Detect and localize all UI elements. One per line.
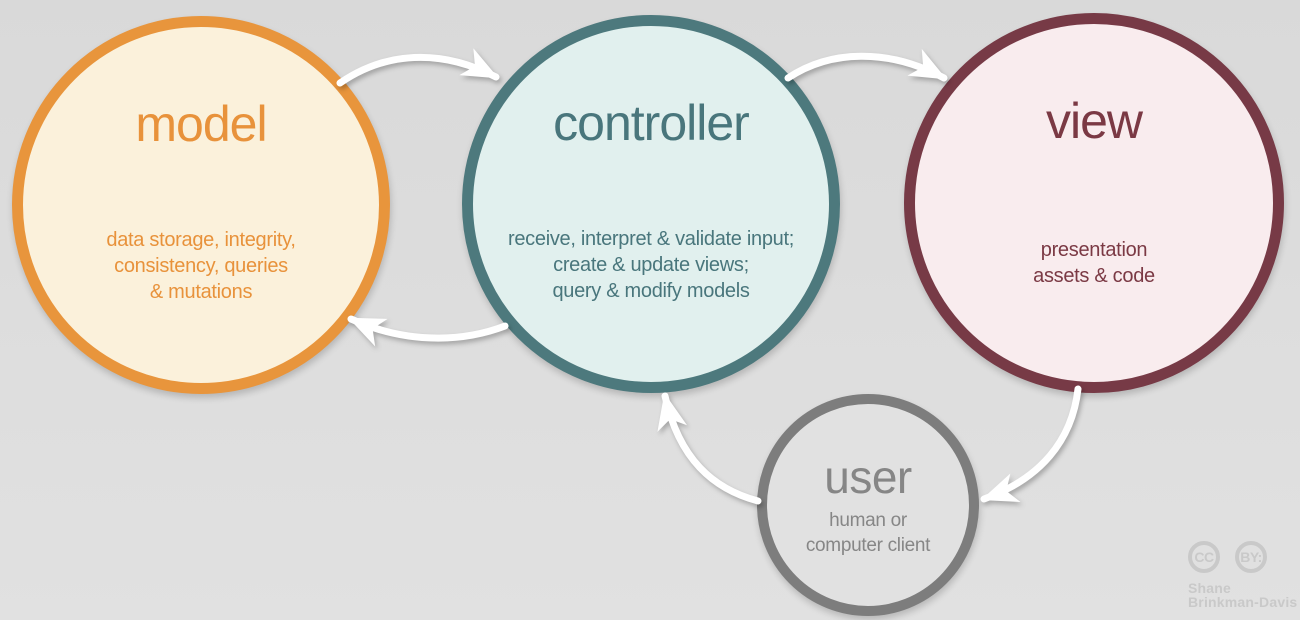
attribution: CC BY: Shane Brinkman-Davis [1188,541,1297,609]
node-user-description: human or computer client [805,510,931,556]
by-license-icon: BY: [1235,541,1267,573]
node-controller-label: controller [553,95,750,151]
node-view-label: view [1045,93,1143,149]
cc-license-icon: CC [1188,541,1220,573]
arrow-user-to-controller-icon [657,392,762,505]
node-controller: controller receive, interpret & validate… [462,15,840,393]
author-name-line1: Shane [1188,580,1232,596]
arrow-model-to-controller-icon [336,48,500,87]
node-model-description: data storage, integrity, consistency, qu… [106,229,296,303]
node-user: user human or computer client [757,394,979,616]
author-name-line2: Brinkman-Davis [1188,594,1298,610]
node-view: view presentation assets & code [904,13,1284,393]
node-model: model data storage, integrity, consisten… [12,16,390,394]
arrow-controller-to-model-icon [347,315,509,347]
node-user-label: user [824,451,912,503]
arrow-view-to-user-icon [980,385,1082,503]
license-badges: CC BY: [1188,541,1297,573]
node-model-label: model [135,96,267,152]
node-controller-description: receive, interpret & validate input; cre… [507,228,795,302]
author-name: Shane Brinkman-Davis [1188,581,1297,609]
arrow-controller-to-view-icon [784,48,948,82]
node-view-description: presentation assets & code [1033,239,1155,287]
